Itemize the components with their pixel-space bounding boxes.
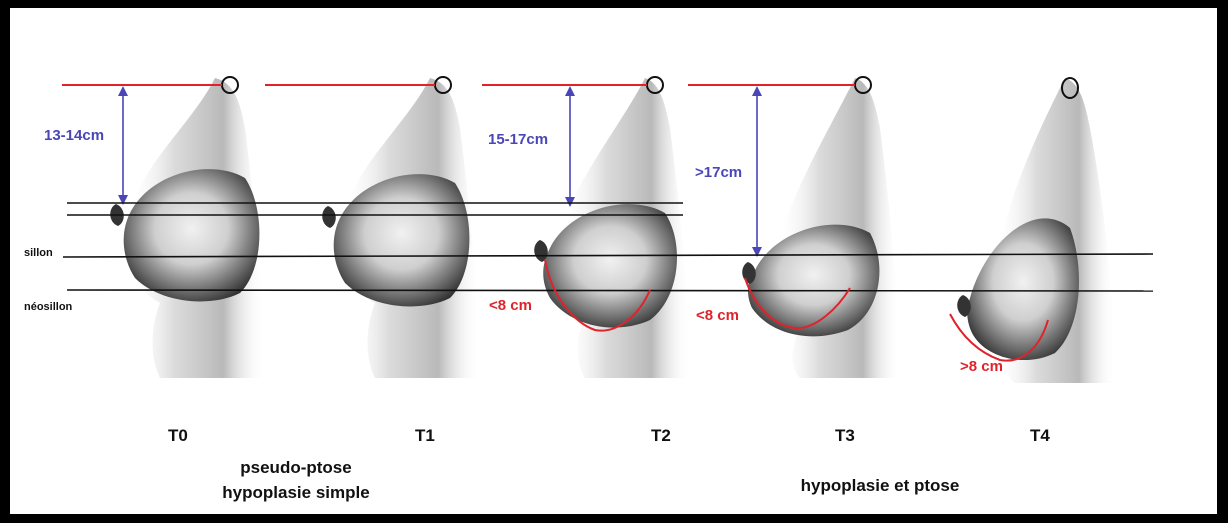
nipple-t1 — [322, 206, 336, 228]
caption-right: hypoplasie et ptose — [765, 473, 995, 498]
neosillon-line — [67, 290, 1153, 291]
arc-label-t4: >8 cm — [960, 358, 1003, 375]
breast-t4 — [967, 218, 1079, 360]
breast-t2 — [543, 204, 677, 327]
measurement-label-t2: 15-17cm — [488, 131, 548, 148]
arc-label-t3: <8 cm — [696, 307, 739, 324]
caption-left-line2: hypoplasie simple — [196, 480, 396, 505]
stage-label-t0: T0 — [168, 426, 188, 446]
arc-label-t2: <8 cm — [489, 297, 532, 314]
arrowhead-up-t0 — [118, 86, 128, 96]
caption-left: pseudo-ptose hypoplasie simple — [196, 455, 396, 505]
figure-t3 — [742, 77, 900, 378]
figure-t2 — [534, 77, 690, 378]
arrowhead-up-t2 — [565, 86, 575, 96]
stage-label-t4: T4 — [1030, 426, 1050, 446]
figure-t1 — [322, 77, 480, 378]
arrowhead-up-t3 — [752, 86, 762, 96]
measurement-label-t0: 13-14cm — [44, 127, 104, 144]
diagram-frame: 13-14cm 15-17cm >17cm <8 cm <8 cm >8 cm … — [10, 8, 1217, 514]
stage-label-t3: T3 — [835, 426, 855, 446]
neosillon-label: néosillon — [24, 301, 72, 313]
measurement-label-t3: >17cm — [695, 164, 742, 181]
stage-label-t2: T2 — [651, 426, 671, 446]
sillon-label: sillon — [24, 247, 53, 259]
figure-t0 — [110, 77, 265, 378]
caption-left-line1: pseudo-ptose — [196, 455, 396, 480]
breast-t3 — [748, 225, 879, 337]
figure-t4 — [957, 78, 1115, 383]
stage-label-t1: T1 — [415, 426, 435, 446]
